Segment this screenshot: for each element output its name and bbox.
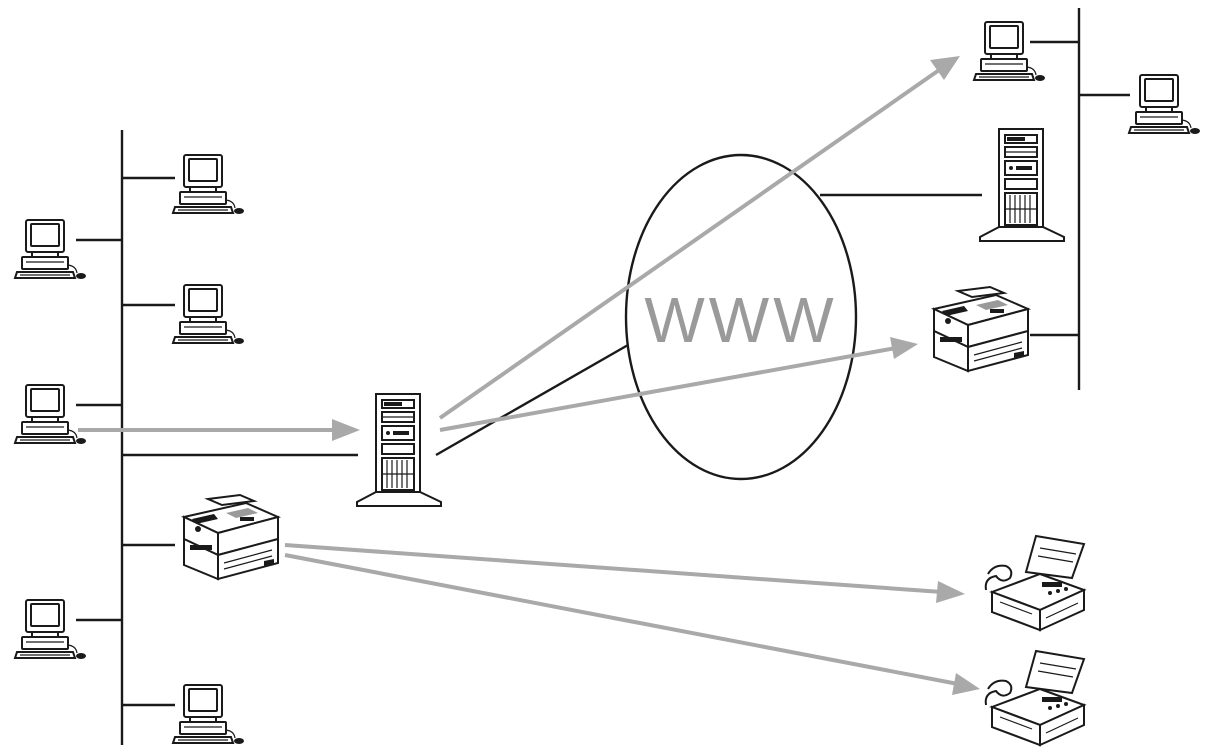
arrowhead-icon — [936, 581, 965, 603]
multifunction-printer-icon — [933, 286, 1029, 372]
arrowhead-icon — [332, 419, 360, 441]
remote-network — [933, 8, 1201, 390]
fax-machine-icon — [984, 535, 1085, 631]
server-to-internet-line — [435, 343, 629, 457]
multifunction-printer-icon — [183, 494, 279, 580]
desktop-computer-icon — [14, 384, 87, 445]
flow-arrows — [78, 56, 980, 695]
desktop-computer-icon — [973, 21, 1046, 82]
flow-arrow-server-to-remote-printer — [439, 346, 897, 432]
tower-server-icon — [356, 393, 442, 507]
internet-cloud: WWW — [624, 153, 858, 481]
local-network — [14, 130, 358, 745]
arrowhead-icon — [890, 337, 918, 359]
desktop-computer-icon — [14, 599, 87, 660]
desktop-computer-icon — [14, 219, 87, 280]
fax-machine-icon — [984, 650, 1085, 746]
arrowhead-icon — [952, 673, 980, 695]
flow-arrow-printer-to-fax-2 — [284, 553, 959, 686]
flow-arrow-server-to-remote-pc — [438, 66, 944, 420]
desktop-computer-icon — [172, 284, 245, 345]
internet-ellipse — [624, 153, 858, 481]
desktop-computer-icon — [172, 154, 245, 215]
arrowhead-icon — [930, 56, 960, 80]
desktop-computer-icon — [1128, 74, 1201, 135]
desktop-computer-icon — [172, 684, 245, 745]
tower-server-icon — [979, 128, 1065, 242]
flow-arrow-printer-to-fax-1 — [284, 543, 943, 594]
internet-label: WWW — [644, 284, 837, 356]
